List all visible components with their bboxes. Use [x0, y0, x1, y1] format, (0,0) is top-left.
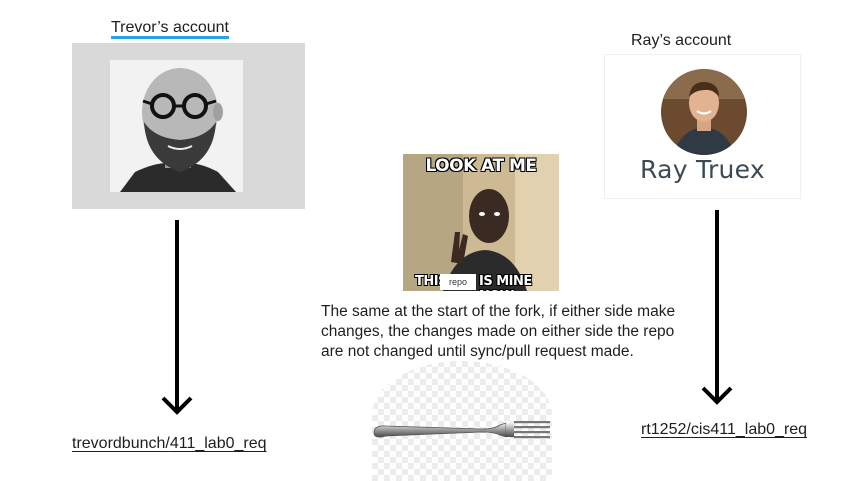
trevor-account-title: Trevor’s account: [111, 19, 229, 39]
meme-image: LOOK AT ME THIS repo IS MINE NOW: [403, 154, 559, 291]
ray-repo-name[interactable]: cis411_lab0_req: [690, 421, 808, 438]
ray-avatar: [661, 69, 747, 155]
trevor-repo-user[interactable]: trevordbunch: [72, 435, 166, 452]
trevor-down-arrow: [161, 220, 193, 415]
trevor-repo-name[interactable]: 411_lab0_req: [169, 435, 267, 452]
trevor-photo-card: [72, 43, 305, 209]
fork-image: [372, 361, 552, 481]
ray-repo-separator: /: [686, 421, 691, 438]
trevor-repo-link[interactable]: trevordbunch/411_lab0_req: [72, 435, 267, 453]
trevor-repo-separator: /: [165, 435, 170, 452]
ray-logo-name: Ray Truex: [639, 155, 766, 184]
meme-bottom-right-text: IS MINE NOW: [479, 274, 532, 291]
fork-icon: [373, 421, 550, 439]
meme-repo-sticker: repo: [440, 274, 476, 290]
fork-description: The same at the start of the fork, if ei…: [321, 303, 676, 360]
ray-account-title: Ray’s account: [631, 32, 732, 49]
ray-photo-card: Ray Truex: [605, 55, 800, 198]
meme-bottom-left-text: THIS: [415, 274, 447, 289]
ray-down-arrow: [701, 210, 733, 405]
meme-top-text: LOOK AT ME: [425, 156, 537, 176]
ray-repo-user[interactable]: rt1252: [641, 421, 687, 438]
trevor-avatar: [110, 60, 243, 192]
ray-repo-link[interactable]: rt1252/cis411_lab0_req: [641, 421, 807, 439]
